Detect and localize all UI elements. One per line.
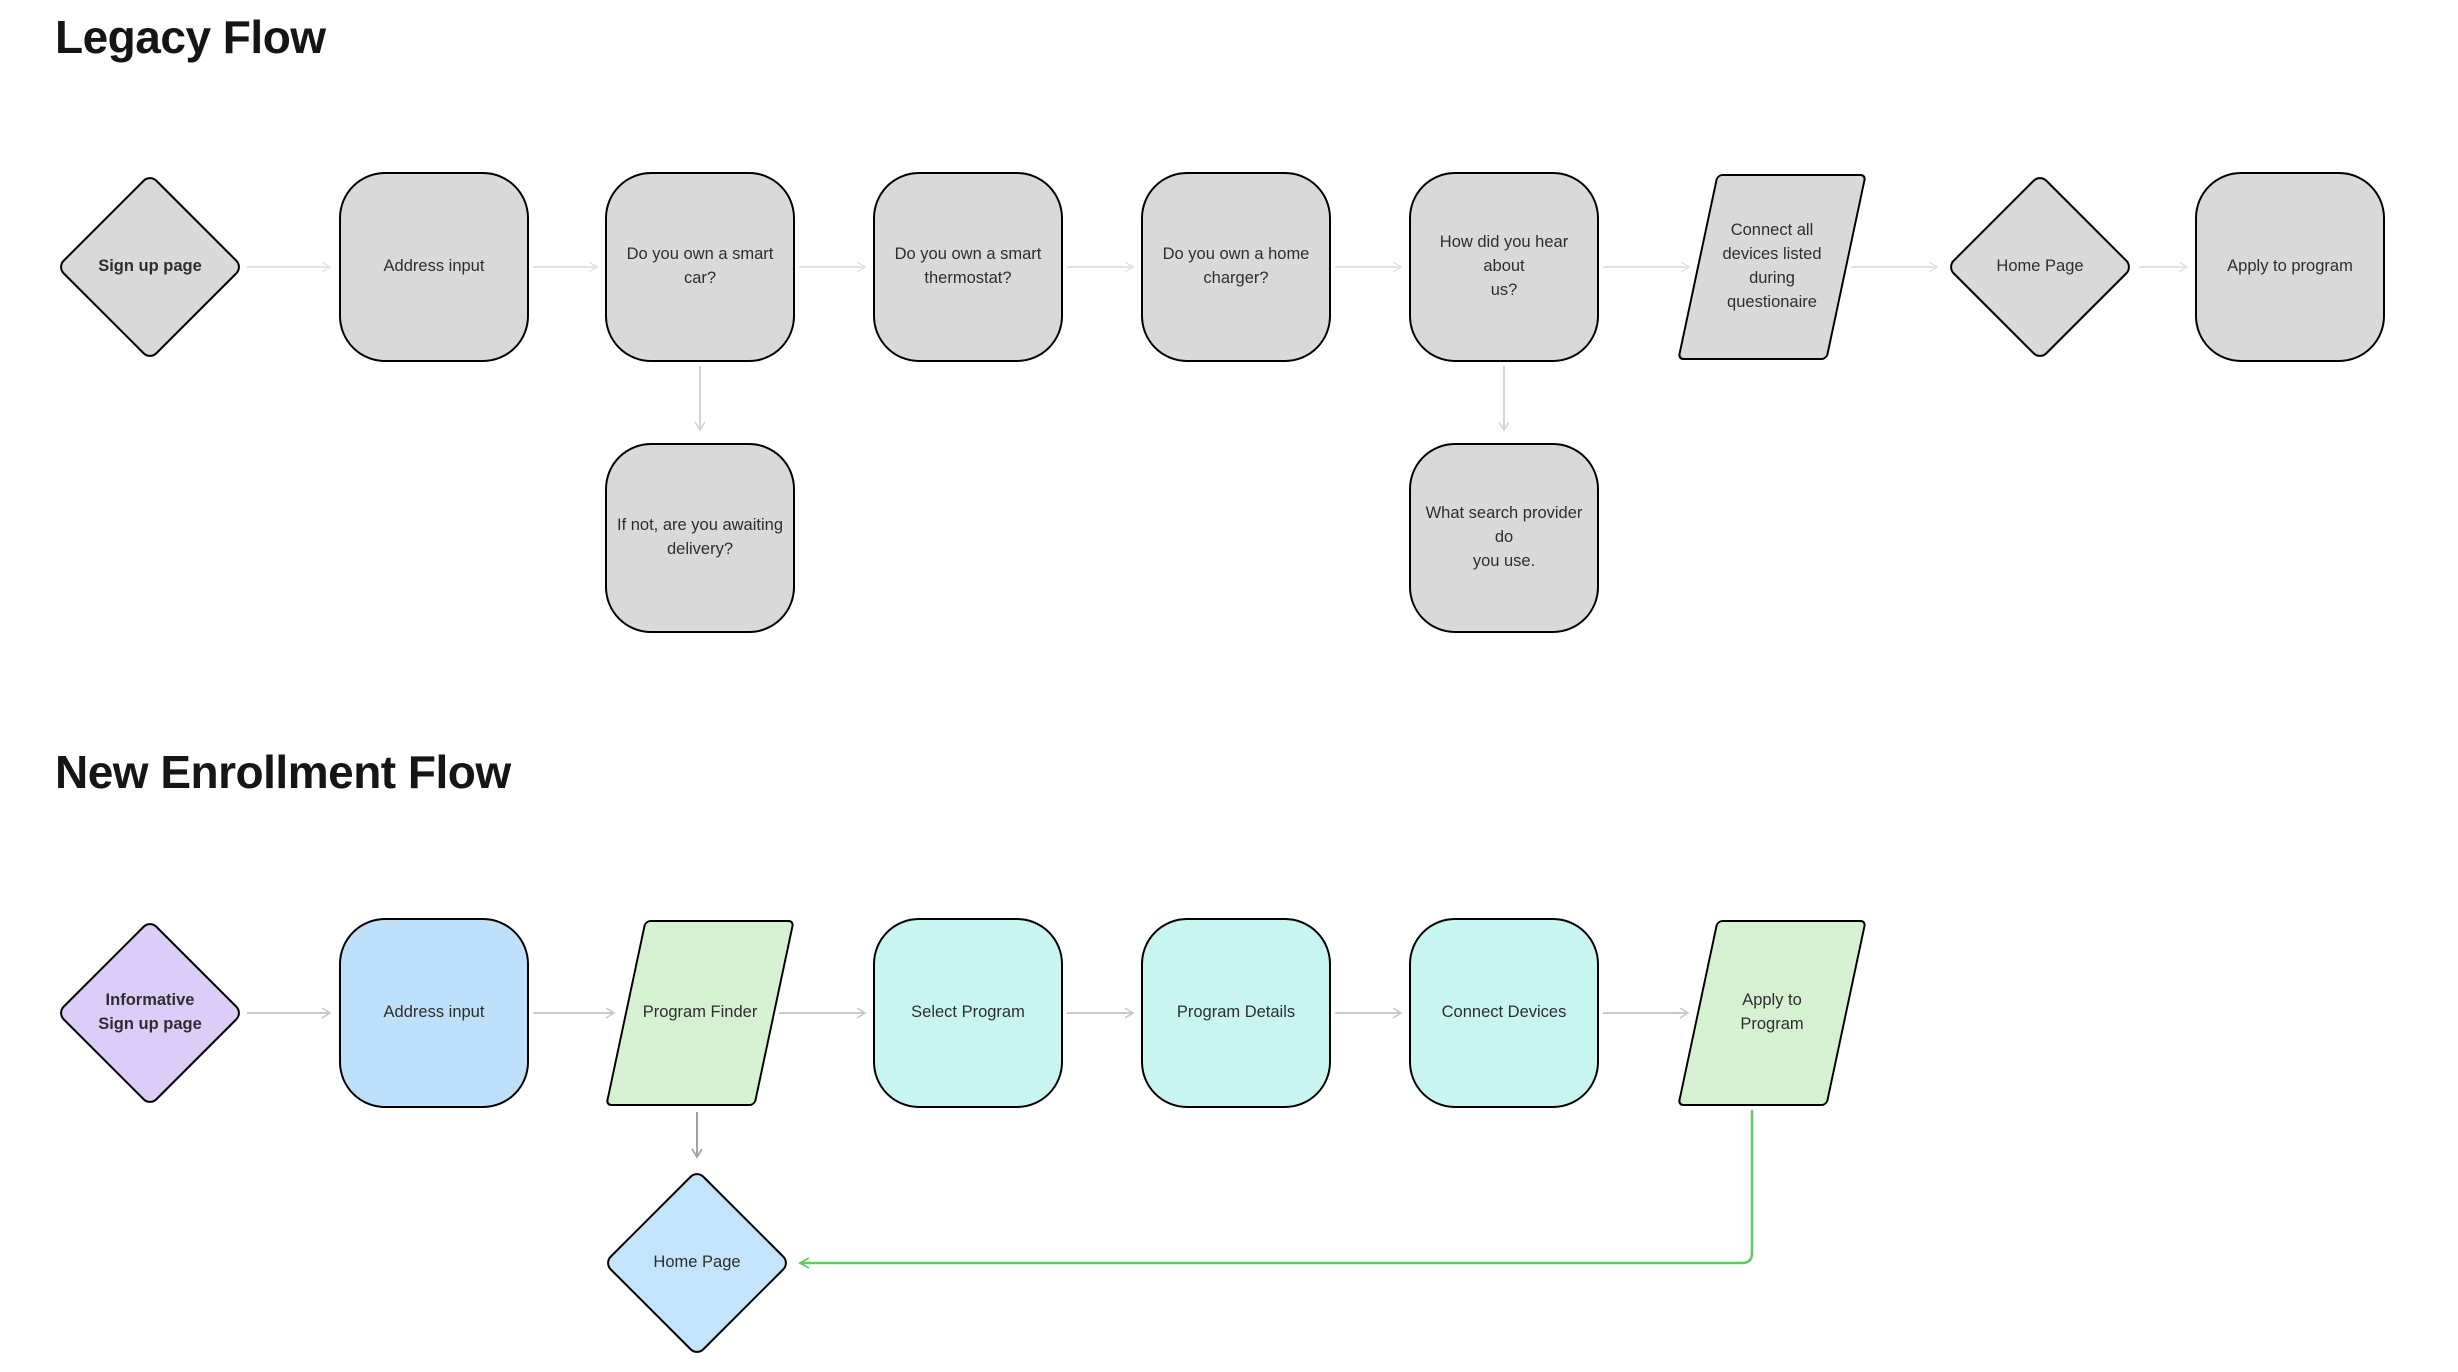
- legacy-node-smart-car[interactable]: Do you own a smart car?: [605, 172, 795, 362]
- node-label: Connect all devices listed during questi…: [1722, 221, 1822, 311]
- node-label: Informative Sign up page: [98, 991, 202, 1033]
- legacy-node-address-input[interactable]: Address input: [339, 172, 529, 362]
- new-node-apply-to-program[interactable]: Apply to Program: [1677, 918, 1867, 1108]
- node-label: Sign up page: [98, 257, 202, 276]
- legacy-node-thermostat[interactable]: Do you own a smart thermostat?: [873, 172, 1063, 362]
- rounded-rect-shape: [1409, 918, 1599, 1108]
- new-node-informative-signup[interactable]: Informative Sign up page: [55, 918, 245, 1108]
- legacy-node-hear-about-us[interactable]: How did you hear about us?: [1409, 172, 1599, 362]
- node-label: Program Details: [1176, 1003, 1296, 1022]
- node-label: Address input: [383, 1003, 485, 1022]
- new-node-program-finder[interactable]: Program Finder: [605, 918, 795, 1108]
- node-label: Apply to Program: [1740, 991, 1804, 1033]
- new-node-program-details[interactable]: Program Details: [1141, 918, 1331, 1108]
- node-label: Address input: [383, 257, 485, 276]
- legacy-node-signup[interactable]: Sign up page: [55, 172, 245, 362]
- node-label: Home Page: [653, 1253, 741, 1272]
- new-enrollment-flow-title: New Enrollment Flow: [55, 746, 511, 798]
- new-node-connect-devices[interactable]: Connect Devices: [1409, 918, 1599, 1108]
- legacy-node-apply-to-program[interactable]: Apply to program: [2195, 172, 2385, 362]
- node-label: Program Finder: [642, 1003, 758, 1022]
- rounded-rect-shape: [1409, 172, 1599, 362]
- node-label: Do you own a smart thermostat?: [894, 245, 1042, 287]
- node-label: Do you own a smart car?: [626, 245, 774, 287]
- node-label: How did you hear about us?: [1439, 233, 1569, 299]
- node-label: Home Page: [1996, 257, 2084, 276]
- rounded-rect-shape: [1409, 443, 1599, 633]
- legacy-branch-arrows: [700, 366, 1504, 430]
- rounded-rect-shape: [339, 172, 529, 362]
- legacy-node-home-page[interactable]: Home Page: [1945, 172, 2135, 362]
- node-label: Apply to program: [2227, 257, 2353, 276]
- apply-to-home-green-arrow: [798, 1110, 1754, 1269]
- rounded-rect-shape: [873, 172, 1063, 362]
- rounded-rect-shape: [339, 918, 529, 1108]
- node-label: Do you own a home charger?: [1162, 245, 1310, 287]
- legacy-node-connect-all-devices[interactable]: Connect all devices listed during questi…: [1677, 172, 1867, 362]
- rounded-rect-shape: [1141, 918, 1331, 1108]
- rounded-rect-shape: [873, 918, 1063, 1108]
- legacy-node-home-charger[interactable]: Do you own a home charger?: [1141, 172, 1331, 362]
- new-node-home-page[interactable]: Home Page: [602, 1168, 792, 1358]
- legacy-node-search-provider[interactable]: What search provider do you use.: [1409, 443, 1599, 633]
- node-label: What search provider do you use.: [1425, 504, 1583, 570]
- rounded-rect-shape: [605, 172, 795, 362]
- new-node-select-program[interactable]: Select Program: [873, 918, 1063, 1108]
- legacy-node-awaiting-delivery[interactable]: If not, are you awaiting delivery?: [605, 443, 795, 633]
- rounded-rect-shape: [2195, 172, 2385, 362]
- new-node-address-input[interactable]: Address input: [339, 918, 529, 1108]
- legacy-flow-title: Legacy Flow: [55, 11, 326, 63]
- node-label: Connect Devices: [1441, 1003, 1567, 1022]
- node-label: Select Program: [911, 1003, 1025, 1022]
- node-label: If not, are you awaiting delivery?: [616, 516, 783, 558]
- rounded-rect-shape: [1141, 172, 1331, 362]
- rounded-rect-shape: [605, 443, 795, 633]
